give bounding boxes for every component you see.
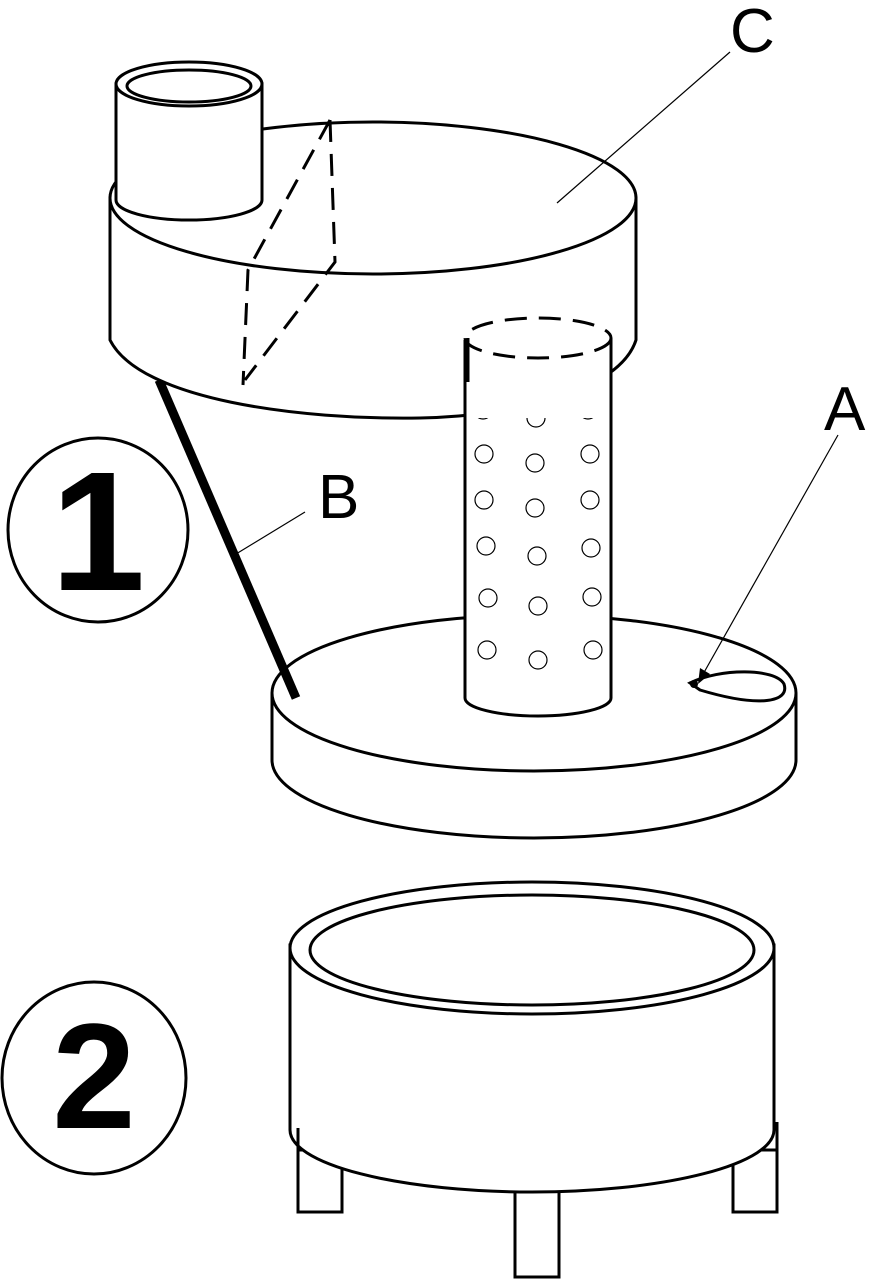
inner-baffle-hidden (241, 119, 337, 386)
leader-c (556, 51, 731, 204)
support-rod (154, 378, 301, 700)
arrowhead-a (698, 668, 710, 684)
container-rim-outer (288, 880, 776, 1016)
svg-text:2: 2 (52, 992, 135, 1160)
outlet-opening (687, 670, 787, 703)
leg-center (513, 1183, 561, 1279)
container-rim-inner (308, 893, 756, 1007)
tube-body (463, 336, 613, 718)
svg-text:1: 1 (51, 437, 146, 627)
part-number-2: 2 (0, 980, 188, 1176)
leader-b (235, 511, 306, 555)
label-b: B (318, 463, 359, 532)
part-number-1: 1 (6, 436, 190, 627)
perforated-tube (463, 336, 613, 718)
bottom-container (288, 880, 779, 1279)
inlet-pipe (114, 60, 264, 222)
outlet-dot (690, 680, 698, 688)
leader-a (701, 434, 839, 677)
inlet-pipe-inner (125, 68, 253, 104)
inlet-pipe-body (114, 82, 264, 222)
tube-top-hidden (463, 316, 613, 360)
label-a: A (824, 375, 866, 444)
label-c: C (730, 0, 775, 66)
